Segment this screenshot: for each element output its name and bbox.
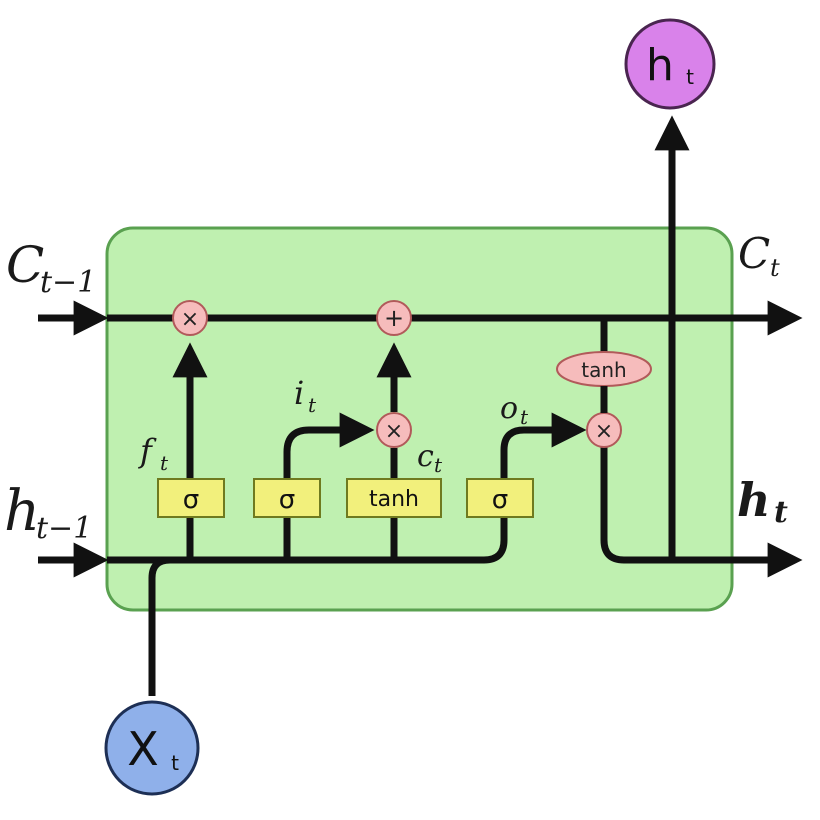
svg-text:t: t <box>160 451 169 475</box>
input-gate: σ <box>253 478 321 518</box>
tanh-oval-op: tanh <box>556 351 652 387</box>
label-c-next: C t <box>738 229 780 282</box>
input-node-xt: X t <box>104 700 200 796</box>
label-h-next: h t <box>737 473 788 530</box>
svg-text:C: C <box>6 236 44 294</box>
svg-text:×: × <box>385 419 403 444</box>
svg-text:×: × <box>595 419 613 444</box>
svg-text:C: C <box>738 229 770 278</box>
input-multiply-op: × <box>376 412 412 448</box>
output-gate-label: σ <box>492 485 508 515</box>
label-ct: c t <box>417 439 443 477</box>
svg-text:t: t <box>686 65 694 89</box>
xt-input-line <box>148 556 171 696</box>
lstm-cell-box <box>105 226 734 612</box>
svg-text:h: h <box>737 473 770 527</box>
forget-gate-label: σ <box>183 485 199 515</box>
label-h-prev: h t−1 <box>4 479 92 546</box>
output-gate: σ <box>466 478 534 518</box>
svg-text:c: c <box>417 439 434 474</box>
svg-text:o: o <box>500 391 518 426</box>
svg-text:+: + <box>384 304 404 332</box>
svg-text:×: × <box>181 307 199 332</box>
svg-text:t: t <box>308 393 317 417</box>
candidate-gate-label: tanh <box>369 487 419 512</box>
svg-text:t: t <box>520 405 529 429</box>
svg-text:t−1: t−1 <box>40 265 96 300</box>
label-c-prev: C t−1 <box>6 236 96 300</box>
svg-text:h: h <box>4 479 40 544</box>
svg-text:tanh: tanh <box>581 358 626 382</box>
forget-multiply-op: × <box>172 300 208 336</box>
input-gate-label: σ <box>279 485 295 515</box>
label-it: i t <box>294 374 317 417</box>
svg-text:t: t <box>171 751 179 775</box>
forget-gate: σ <box>157 478 225 518</box>
add-op: + <box>376 300 412 336</box>
output-path-wire <box>600 318 803 578</box>
svg-text:t: t <box>770 254 780 282</box>
svg-text:t−1: t−1 <box>36 511 92 546</box>
output-node-ht: h t <box>624 18 716 110</box>
svg-text:i: i <box>294 374 304 412</box>
input-gate-wire <box>283 412 375 560</box>
svg-text:t: t <box>434 453 443 477</box>
svg-text:t: t <box>774 495 788 530</box>
svg-text:X: X <box>127 722 159 776</box>
label-ot: o t <box>500 391 529 429</box>
candidate-gate: tanh <box>346 478 442 518</box>
output-multiply-op: × <box>586 412 622 448</box>
svg-text:h: h <box>646 40 674 91</box>
